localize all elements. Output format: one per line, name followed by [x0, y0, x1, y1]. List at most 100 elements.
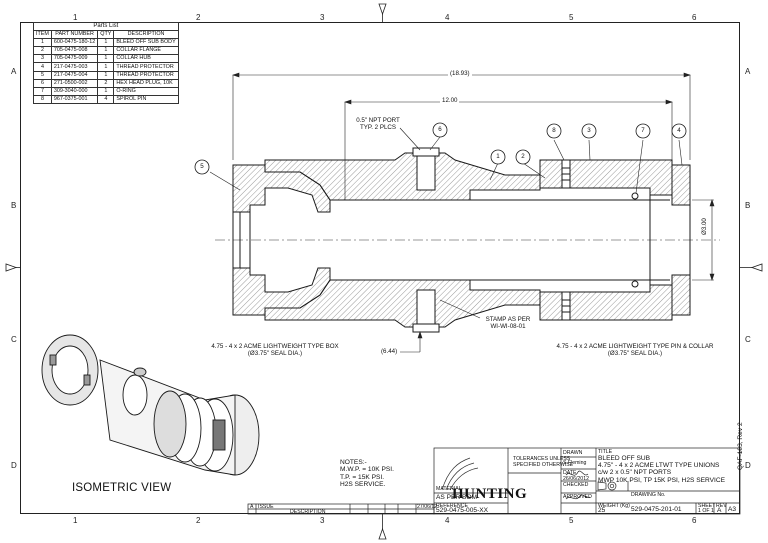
date-label: DATE [563, 470, 577, 476]
callout-4: 4 [677, 127, 681, 134]
dimension-offset: (6.44) [381, 348, 398, 355]
company-logo-text: HUNTING [452, 486, 528, 502]
zone-left-D: D [11, 461, 17, 470]
callout-balloon [490, 149, 506, 165]
title-block-grid [247, 447, 741, 515]
signatures [565, 470, 591, 500]
drawing-title: BLEED OFF SUB 4.75" - 4 x 2 ACME LTWT TY… [598, 455, 725, 484]
zone-left-C: C [11, 335, 17, 344]
box-thread-note: 4.75 - 4 x 2 ACME LIGHTWEIGHT TYPE BOX (… [200, 343, 350, 357]
projection-symbol [597, 481, 617, 491]
tolerances-label: TOLERANCES UNLESS SPECIFIED OTHERWISE [513, 456, 573, 468]
issue-rev: A [250, 504, 254, 510]
parts-list-table: Parts List ITEM PART NUMBER QTY DESCRIPT… [33, 21, 179, 104]
part-number: 967-0375-001 [50, 94, 99, 104]
zone-right-D: D [745, 461, 751, 470]
drawing-number: 529-0475-201-01 [631, 506, 682, 513]
stamp-ref: WI-WI-08-01 [490, 323, 526, 330]
checked-label: CHECKED [563, 482, 589, 488]
reference-value: 529-0475-005-XX [436, 507, 489, 514]
material-label: MATERIAL [436, 486, 462, 492]
form-code: QAF-103, Rev 2 [737, 422, 744, 470]
zone-bottom-2: 2 [196, 516, 201, 525]
zone-top-6: 6 [692, 13, 697, 22]
npt-port-label: 0.5" NPT PORT [356, 117, 400, 124]
callout-8: 8 [552, 127, 556, 134]
approved-label: APPROVED [563, 494, 592, 500]
title-line-3: c/w 2 x 0.5" NPT PORTS [598, 469, 672, 477]
part-qty: 4 [97, 94, 115, 104]
drawn-by: S.Fleming [563, 460, 587, 466]
zone-top-2: 2 [196, 13, 201, 22]
issue-date: 27/06/12 [417, 504, 438, 510]
zone-top-4: 4 [445, 13, 450, 22]
drawing-no-label: DRAWING No. [631, 492, 666, 498]
drawing-frame [20, 22, 740, 514]
title-line-4: MWP 10K PSI, TP 15K PSI, H2S SERVICE [598, 476, 726, 484]
centering-marks [5, 3, 763, 540]
sheet-label: SHEET [698, 503, 716, 509]
leader-lines [209, 127, 683, 319]
isometric-view-label: ISOMETRIC VIEW [72, 482, 172, 494]
zone-bottom-5: 5 [569, 516, 574, 525]
zone-right-C: C [745, 335, 751, 344]
npt-port-typ: TYP. 2 PLCS [360, 124, 396, 131]
weight-value: 25 [598, 507, 606, 514]
rev-value: A [717, 507, 722, 514]
title-label: TITLE [598, 449, 613, 455]
stamp-note: STAMP AS PER WI-WI-08-01 [478, 316, 538, 330]
note-line: T.P. = 15K PSI. [340, 473, 385, 481]
rev-label: REV [716, 503, 727, 509]
note-line: M.W.P. = 10K PSI. [340, 466, 394, 474]
callout-6: 6 [438, 126, 442, 133]
zone-bottom-4: 4 [445, 516, 450, 525]
sheet-size: A3 [728, 506, 737, 513]
weight-label: WEIGHT (Kg) [598, 503, 630, 509]
lower-section [232, 267, 691, 328]
tolerances-line-2: SPECIFIED OTHERWISE [513, 462, 574, 468]
callout-7: 7 [641, 127, 645, 134]
notes-block: NOTES:- M.W.P. = 10K PSI. T.P. = 15K PSI… [340, 459, 394, 489]
hunting-logo-mark [441, 457, 479, 491]
callout-balloon [546, 123, 562, 139]
zone-bottom-3: 3 [320, 516, 325, 525]
dimension-overall: (18.93) [448, 70, 472, 77]
title-line-1: BLEED OFF SUB [598, 455, 651, 462]
callout-balloon [194, 159, 210, 175]
dimension-inner: 12.00 [440, 97, 460, 104]
zone-bottom-6: 6 [692, 516, 697, 525]
upper-section [232, 152, 691, 213]
drawing-date: 26/06/2012 [563, 476, 589, 482]
box-thread-label: 4.75 - 4 x 2 ACME LIGHTWEIGHT TYPE BOX [211, 343, 339, 350]
drawn-label: DRAWN [563, 450, 583, 456]
title-line-2: 4.75" - 4 x 2 ACME LTWT TYPE UNIONS [598, 462, 720, 470]
note-line: H2S SERVICE. [340, 481, 386, 489]
zone-top-3: 3 [320, 13, 325, 22]
callout-balloon [581, 123, 597, 139]
npt-port-note: 0.5" NPT PORT TYP. 2 PLCS [348, 117, 408, 131]
zone-right-A: A [745, 67, 751, 76]
callout-balloon [671, 123, 687, 139]
sheet-value: 1 OF 1 [698, 508, 714, 514]
callout-balloon [515, 149, 531, 165]
stamp-label: STAMP AS PER [485, 316, 531, 323]
outline [232, 147, 691, 333]
pin-thread-label: 4.75 - 4 x 2 ACME LIGHTWEIGHT TYPE PIN &… [556, 343, 714, 350]
zone-top-5: 5 [569, 13, 574, 22]
callout-2: 2 [521, 153, 525, 160]
pin-thread-note: 4.75 - 4 x 2 ACME LIGHTWEIGHT TYPE PIN &… [550, 343, 720, 357]
box-seal-label: (Ø3.75" SEAL DIA.) [247, 350, 303, 357]
zone-left-A: A [11, 67, 17, 76]
part-description: SPIROL PIN [113, 94, 179, 104]
notes-title: NOTES:- [340, 459, 367, 466]
zone-bottom-1: 1 [73, 516, 78, 525]
tolerances-line-1: TOLERANCES UNLESS [513, 456, 571, 462]
pin-seal-label: (Ø3.75" SEAL DIA.) [607, 350, 663, 357]
callout-5: 5 [200, 163, 204, 170]
material-value: AS PER BOM [436, 494, 478, 501]
